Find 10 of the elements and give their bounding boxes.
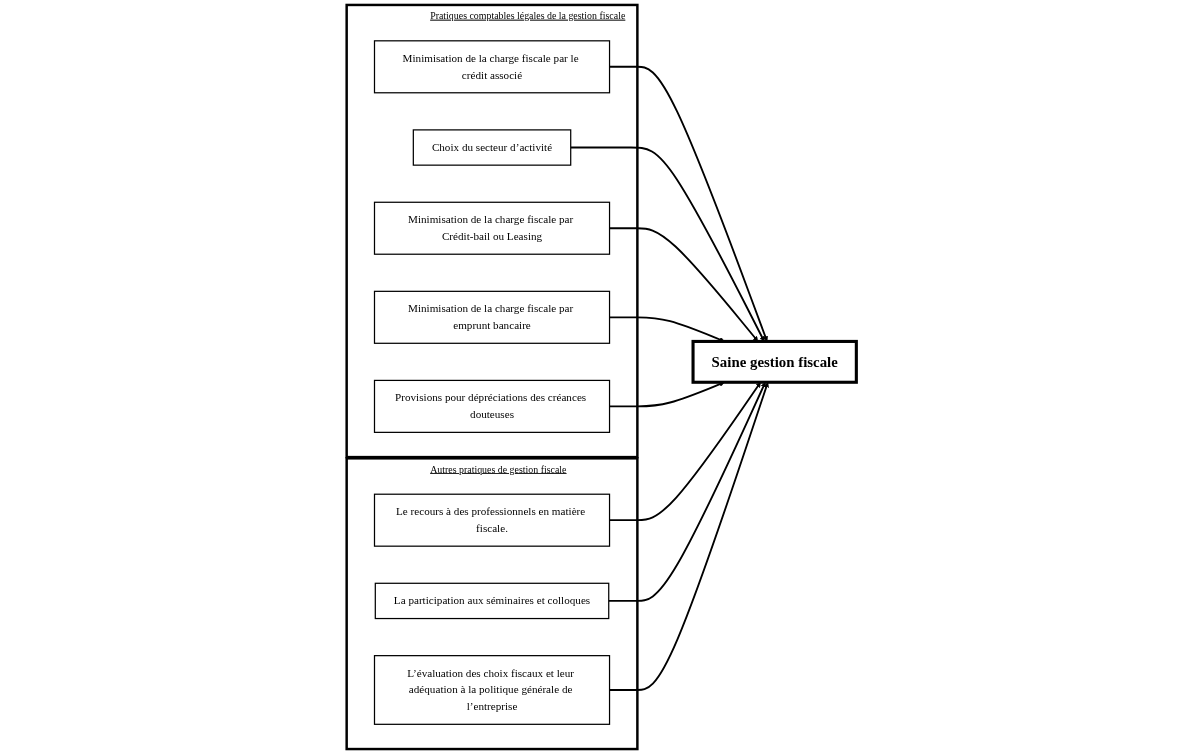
- node-box: Minimisation de la charge fiscale par le crédit associé: [373, 40, 611, 94]
- node-box: Choix du secteur d’activité: [412, 129, 572, 166]
- node-box: Saine gestion fiscale: [691, 339, 858, 384]
- node-box: Le recours à des professionnels en matière fiscale.: [373, 493, 611, 547]
- node-box: L’évaluation des choix fiscaux et leur adéquation à la politique générale de l’entreprise: [373, 655, 611, 725]
- node-box: Minimisation de la charge fiscale par emprunt bancaire: [373, 290, 611, 344]
- node-box: Provisions pour dépréciations des créances douteuses: [373, 379, 611, 433]
- arrow: [608, 382, 769, 691]
- node-box: Minimisation de la charge fiscale par Crédit-bail ou Leasing: [373, 201, 611, 255]
- node-box: La participation aux séminaires et colloques: [374, 582, 610, 620]
